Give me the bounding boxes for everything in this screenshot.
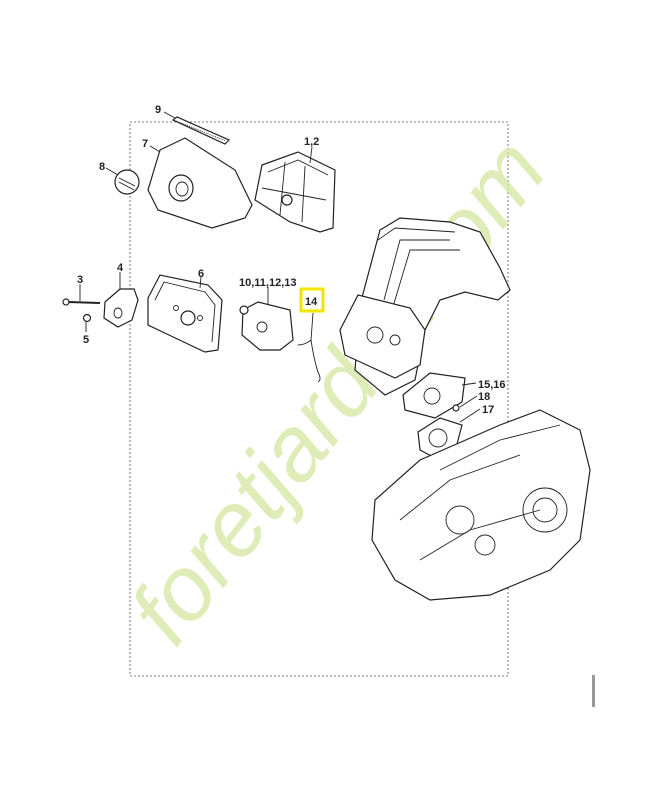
part-3-screw[interactable] (62, 298, 101, 306)
reference-code-mark (592, 675, 595, 707)
part-1-2-air-filter[interactable] (254, 151, 336, 233)
part-6-carburetor-box[interactable] (147, 274, 223, 353)
label-5: 5 (83, 334, 89, 346)
label-4: 4 (117, 262, 124, 274)
label-18: 18 (478, 391, 490, 403)
label-3: 3 (77, 274, 83, 286)
label-7: 7 (142, 138, 148, 150)
part-18-screw[interactable] (452, 404, 460, 412)
label-1-2: 1,2 (304, 136, 319, 148)
label-6: 6 (198, 268, 204, 280)
part-15-16-flange[interactable] (402, 372, 466, 419)
highlight-box-14[interactable] (299, 287, 325, 313)
label-15-16: 15,16 (478, 379, 506, 391)
label-14[interactable]: 14 (305, 296, 318, 308)
label-17: 17 (482, 404, 494, 416)
part-14-hose[interactable] (297, 312, 321, 383)
engine-housing (371, 409, 591, 601)
part-9-screen[interactable] (171, 116, 231, 145)
part-7-cover[interactable] (147, 137, 253, 229)
label-9: 9 (155, 104, 161, 116)
part-5-nut[interactable] (82, 313, 92, 323)
label-10-13: 10,11,12,13 (239, 277, 297, 289)
assembly-frame (129, 121, 509, 677)
part-4-bracket[interactable] (103, 288, 139, 328)
handle-housing (339, 217, 511, 396)
label-8: 8 (99, 161, 105, 173)
part-10-13-carburetor[interactable] (239, 301, 294, 351)
part-8-knob[interactable] (114, 169, 140, 195)
